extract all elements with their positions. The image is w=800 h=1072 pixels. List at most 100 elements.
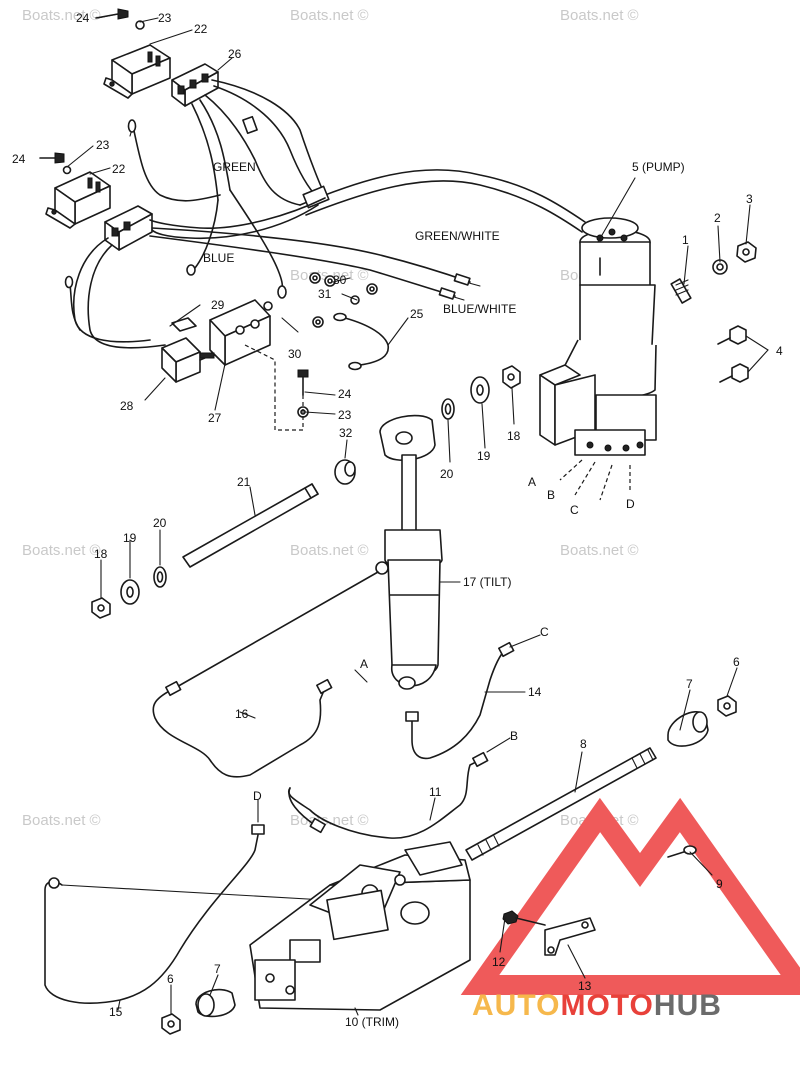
callout-30: 30 <box>333 273 347 287</box>
bracket-27 <box>209 299 271 366</box>
callout-3: 3 <box>746 192 753 206</box>
wire-label-blue-white: BLUE/WHITE <box>443 302 516 316</box>
callout-29: 29 <box>211 298 225 312</box>
pin-8 <box>465 747 657 861</box>
callout-2: 2 <box>714 211 721 225</box>
watermark-text: Boats.net © <box>22 7 101 24</box>
hardware-1-2-3 <box>670 241 757 304</box>
ground-wire-25 <box>333 312 389 371</box>
hardware-9-12-13 <box>502 845 697 956</box>
logo-auto: AUTO <box>472 989 560 1022</box>
callout-4: 4 <box>776 344 783 358</box>
wire-label-green: GREEN <box>213 160 256 174</box>
connector-lower <box>104 205 153 251</box>
watermark-text: Boats.net © <box>290 542 369 559</box>
connection-letter-b: B <box>547 488 555 502</box>
watermark-text: Boats.net © <box>290 812 369 829</box>
callout-31: 31 <box>318 287 332 301</box>
connection-letter-b: B <box>510 729 518 743</box>
pin-21 <box>182 483 319 568</box>
callout-20: 20 <box>440 467 454 481</box>
callout-9: 9 <box>716 877 723 891</box>
callout-8: 8 <box>580 737 587 751</box>
callout-23: 23 <box>338 408 352 422</box>
callout-18: 18 <box>94 547 108 561</box>
relay-lower <box>45 171 111 229</box>
solenoid-28 <box>161 337 215 383</box>
connection-letter-a: A <box>360 657 368 671</box>
callout-6: 6 <box>167 972 174 986</box>
callout-11: 11 <box>429 785 442 799</box>
connection-letter-c: C <box>570 503 579 517</box>
tilt-hardware-upper <box>334 365 521 485</box>
bolts-4 <box>717 325 749 383</box>
label-trim: 10 (TRIM) <box>345 1015 399 1029</box>
callout-19: 19 <box>123 531 137 545</box>
callout-18: 18 <box>507 429 521 443</box>
callout-22: 22 <box>112 162 126 176</box>
labels: GREEN BLUE GREEN/WHITE BLUE/WHITE 5 (PUM… <box>12 11 783 1029</box>
pin-hardware-right <box>667 695 737 747</box>
callout-12: 12 <box>492 955 506 969</box>
leader-lines <box>66 13 769 1016</box>
connection-letter-d: D <box>626 497 635 511</box>
callout-32: 32 <box>339 426 353 440</box>
callout-21: 21 <box>237 475 251 489</box>
screw-24-lower <box>244 344 309 431</box>
callout-24: 24 <box>76 11 90 25</box>
callout-23: 23 <box>158 11 172 25</box>
callout-24: 24 <box>338 387 352 401</box>
callout-14: 14 <box>528 685 542 699</box>
tilt-cylinder-17 <box>375 414 443 690</box>
tilt-hardware-lower <box>91 566 167 619</box>
callout-23: 23 <box>96 138 110 152</box>
connection-letter-d: D <box>253 789 262 803</box>
watermark-text: Boats.net © <box>560 542 639 559</box>
callout-25: 25 <box>410 307 424 321</box>
pad-29 <box>171 317 197 332</box>
callout-28: 28 <box>120 399 134 413</box>
pin-hardware-bottom <box>161 988 236 1035</box>
logo-hub: HUB <box>654 989 722 1022</box>
label-pump: 5 (PUMP) <box>632 160 685 174</box>
watermark-text: Boats.net © <box>560 7 639 24</box>
screw-24-top <box>95 8 145 30</box>
logo-wordmark: AUTOMOTOHUB <box>472 989 722 1022</box>
callout-7: 7 <box>214 962 221 976</box>
label-tilt: 17 (TILT) <box>463 575 511 589</box>
callout-6: 6 <box>733 655 740 669</box>
logo-moto: MOTO <box>560 989 653 1022</box>
logo-mark <box>460 797 800 995</box>
wire-label-blue: BLUE <box>203 251 234 265</box>
logo-triangle-icon <box>460 797 800 995</box>
trim-cylinder-10 <box>249 841 471 1011</box>
callout-26: 26 <box>228 47 242 61</box>
callout-19: 19 <box>477 449 491 463</box>
callout-22: 22 <box>194 22 208 36</box>
callout-16: 16 <box>235 707 249 721</box>
watermark-text: Boats.net © <box>22 812 101 829</box>
hydraulic-lines <box>44 571 515 1004</box>
callout-24: 24 <box>12 152 26 166</box>
connection-letter-c: C <box>540 625 549 639</box>
callout-13: 13 <box>578 979 592 993</box>
hardware-30-31 <box>263 272 378 328</box>
callout-15: 15 <box>109 1005 123 1019</box>
connection-letter-a: A <box>528 475 536 489</box>
pump-5 <box>539 217 657 501</box>
callout-7: 7 <box>686 677 693 691</box>
relay-upper <box>103 44 171 99</box>
callout-27: 27 <box>208 411 222 425</box>
wiring-harness <box>64 79 586 349</box>
logo-text: AUTOMOTOHUB <box>472 989 722 1022</box>
callout-30: 30 <box>288 347 302 361</box>
wire-label-green-white: GREEN/WHITE <box>415 229 500 243</box>
watermark-text: Boats.net © <box>22 542 101 559</box>
screw-24-mid <box>39 152 72 175</box>
connector-26 <box>171 63 219 107</box>
watermark-text: Boats.net © <box>290 7 369 24</box>
callout-20: 20 <box>153 516 167 530</box>
callout-1: 1 <box>682 233 689 247</box>
